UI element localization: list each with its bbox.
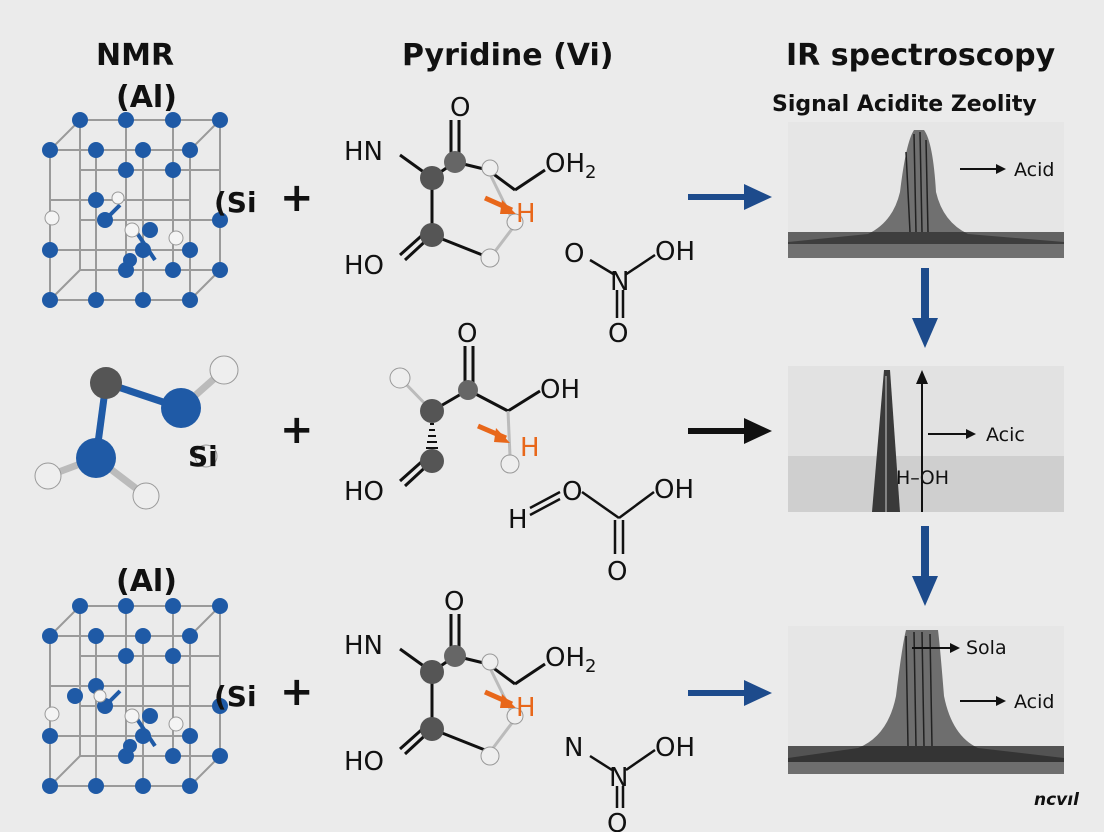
side3-o-bottom: O — [607, 809, 627, 832]
al-top-label: (Al) — [116, 80, 177, 115]
plus-sign-2: + — [280, 407, 314, 453]
side2-oh: OH — [654, 475, 694, 505]
mol2-oh: OH — [540, 375, 580, 405]
pyridine-title: Pyridine (Vi) — [402, 38, 614, 73]
side3-n2: N — [609, 763, 628, 793]
mol3-ho: HO — [344, 747, 384, 777]
side2-h: H — [508, 505, 528, 535]
mol2-h: H — [520, 433, 540, 463]
ir-subtitle: Signal Acidite Zeolity — [772, 92, 1037, 117]
spectrum3-label-top: Sola — [966, 637, 1007, 659]
si-label-3: (Si — [214, 680, 257, 713]
ir-spectrum-2: Acic H–OH — [788, 366, 1064, 512]
arrow-right-3 — [688, 680, 772, 706]
arrow-down-2 — [912, 526, 938, 606]
arrow-right-2 — [688, 418, 772, 444]
al-label-3: (Al) — [116, 564, 177, 599]
spectrum1-label: Acid — [1014, 159, 1054, 181]
side1-o-bottom: O — [608, 319, 628, 349]
mol1-ho: HO — [344, 251, 384, 281]
zeolite-lattice-3 — [42, 598, 228, 794]
mol1-hn: HN — [344, 137, 383, 167]
mol2-ho: HO — [344, 477, 384, 507]
mol1-oh2: OH2 — [545, 149, 596, 183]
arrow-down-1 — [912, 268, 938, 348]
mol1-h: H — [516, 199, 536, 229]
side-molecule-2: H O OH O — [508, 475, 694, 587]
mol3-hn: HN — [344, 631, 383, 661]
side-molecule-1: O N OH O — [564, 237, 695, 349]
mol2-o-top: O — [457, 319, 477, 349]
side1-n: N — [610, 267, 629, 297]
ir-spectrum-1: Acid — [788, 122, 1064, 258]
arrow-right-1 — [688, 184, 772, 210]
side3-oh: OH — [655, 733, 695, 763]
pyridine-molecule-1: O HN OH2 H HO — [344, 93, 596, 281]
mol1-o-top: O — [450, 93, 470, 123]
spectrum2-label: Acic — [986, 424, 1025, 446]
spectrum2-peak-label: H–OH — [896, 467, 949, 489]
ir-spectrum-3: Sola Acid — [788, 626, 1064, 774]
mol3-o-top: O — [444, 587, 464, 617]
side2-o: O — [562, 477, 582, 507]
spectrum3-label: Acid — [1014, 691, 1054, 713]
pyridine-molecule-3: O HN OH2 H HO — [344, 587, 596, 777]
mol3-h: H — [516, 693, 536, 723]
plus-sign-1: + — [280, 175, 314, 221]
side1-oh: OH — [655, 237, 695, 267]
side3-n: N — [564, 733, 583, 763]
silanol-cluster — [34, 355, 239, 510]
mol3-oh2: OH2 — [545, 643, 596, 677]
side2-o-bottom: O — [607, 557, 627, 587]
pyridine-molecule-2: O OH H HO — [344, 319, 580, 507]
side1-o: O — [564, 239, 584, 269]
nmr-title: NMR — [96, 38, 175, 73]
zeolite-lattice-1 — [42, 112, 228, 308]
side-molecule-3: N N OH O — [564, 733, 695, 832]
plus-sign-3: + — [280, 669, 314, 715]
si-label-2: Si — [188, 440, 218, 473]
si-label-1: (Si — [214, 186, 257, 219]
ir-title: IR spectroscopy — [786, 38, 1056, 73]
signature: ncvıl — [1034, 790, 1079, 810]
